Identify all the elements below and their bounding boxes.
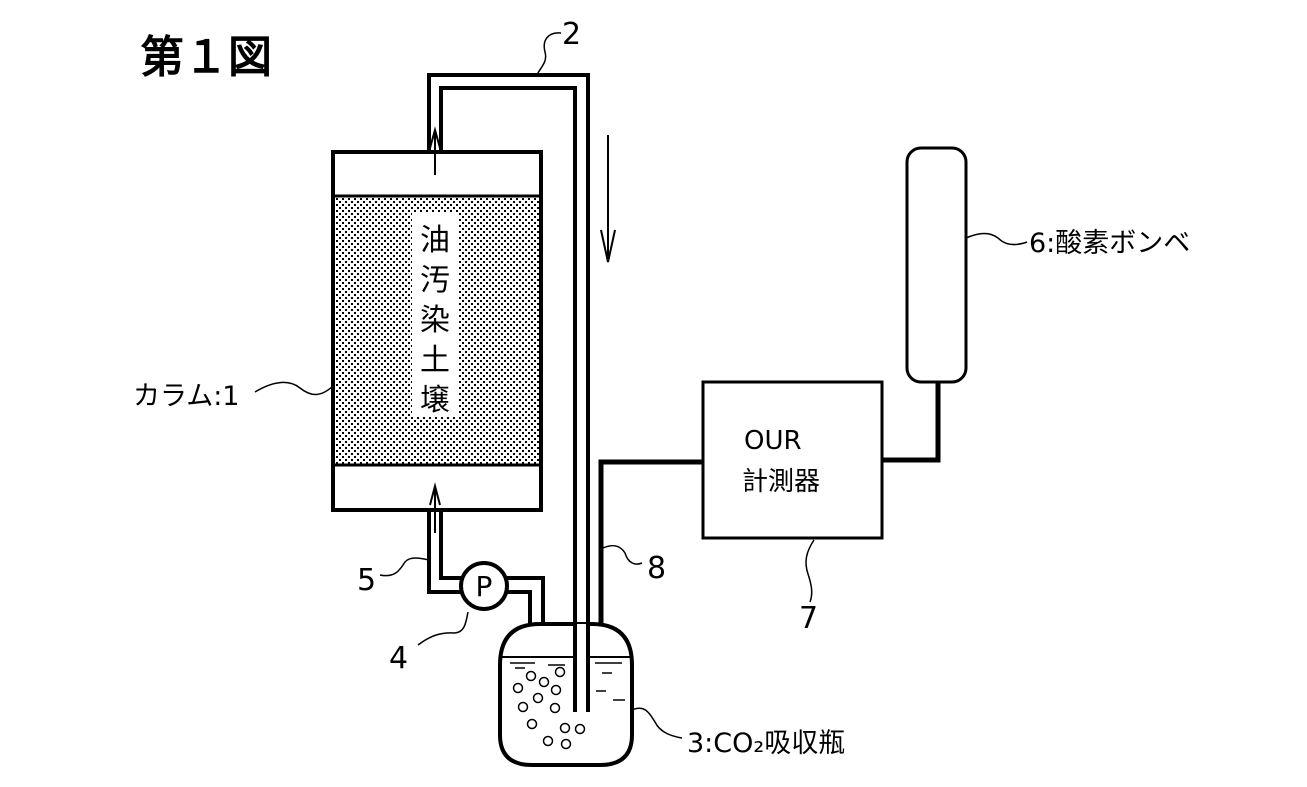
pump-to-bottle-tube <box>506 578 543 624</box>
soil-char: 壌 <box>420 383 450 418</box>
oxygen-cylinder-leader-line <box>966 234 1027 245</box>
oxygen-cylinder <box>907 148 966 382</box>
tube-2-inside-gap <box>577 624 586 714</box>
soil-label: 油 汚 染 土 壌 <box>420 223 450 418</box>
tube-8-leader-line <box>603 546 642 564</box>
pump-leader-line <box>418 612 468 645</box>
soil-char: 土 <box>420 343 450 378</box>
co2-bottle-label: 3:CO₂吸収瓶 <box>687 728 845 759</box>
our-meter-leader-line <box>806 540 814 602</box>
tube-2-leader-line <box>537 33 561 75</box>
our-meter-label-line2: 計測器 <box>742 467 820 497</box>
pump-ref: 4 <box>389 641 408 676</box>
tube-5-ref: 5 <box>357 563 376 598</box>
our-meter: OUR 計測器 <box>703 382 882 538</box>
pump: P <box>461 563 507 609</box>
pump-symbol: P <box>476 570 493 603</box>
column-label: カラム:1 <box>133 381 239 412</box>
tube-8-ref: 8 <box>647 551 666 586</box>
oxygen-supply-line <box>882 382 938 460</box>
our-meter-ref: 7 <box>799 601 818 636</box>
column: 油 汚 染 土 壌 <box>333 152 541 510</box>
our-meter-label-line1: OUR <box>744 426 802 456</box>
figure-title: 第１図 <box>140 32 272 83</box>
oxygen-cylinder-label: 6:酸素ボンベ <box>1029 228 1190 259</box>
tube-2-ref: 2 <box>562 17 581 52</box>
tube-8 <box>601 462 703 624</box>
soil-char: 汚 <box>420 263 450 298</box>
flow-down-arrow-icon <box>601 135 615 262</box>
soil-char: 油 <box>420 223 450 258</box>
soil-char: 染 <box>420 303 450 338</box>
co2-absorption-bottle <box>500 624 632 765</box>
tube-5-leader-line <box>380 558 429 576</box>
co2-bottle-leader-line <box>632 708 682 738</box>
column-leader-line <box>255 382 333 394</box>
